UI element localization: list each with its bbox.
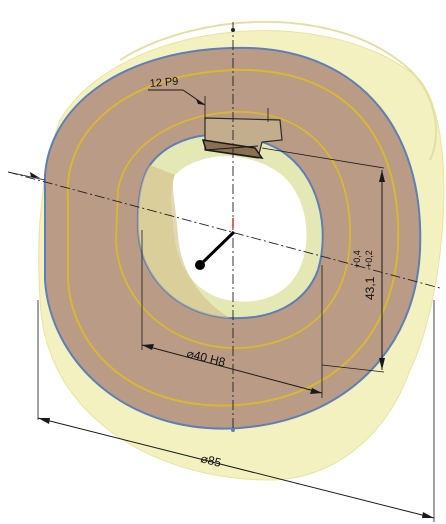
dim-depth-base: 43,1 <box>363 276 377 300</box>
bore <box>136 133 324 320</box>
dim-keyway-arrow <box>196 99 205 105</box>
dim-depth-tol-upper: +0,4 <box>352 250 362 268</box>
dim-outer-text: ⌀85 <box>199 451 223 470</box>
dim-depth-arrow-bottom <box>379 358 385 370</box>
keyway-diagonal <box>204 145 259 151</box>
front-face <box>43 46 422 430</box>
dim-depth-arrow-top <box>379 170 385 182</box>
front-inner-chamfer-edge <box>66 68 400 407</box>
keyway <box>201 117 283 159</box>
dim-outer-diameter[interactable]: ⌀85 <box>37 300 435 522</box>
hub-ring-edge <box>115 111 351 349</box>
front-outer-edge <box>43 46 422 430</box>
dim-keyway-width[interactable]: 12 P9 <box>148 76 269 122</box>
horizontal-center-line <box>7 171 441 289</box>
origin-axis <box>198 230 236 267</box>
dim-bore-arrow-left <box>142 344 154 350</box>
keyway-bottom <box>201 139 264 159</box>
origin-point <box>195 260 205 270</box>
front-face-surface <box>44 47 421 429</box>
dim-outer-arrow-left <box>38 418 50 424</box>
dim-depth-ext-top <box>261 147 385 169</box>
dim-outer-line <box>37 417 435 519</box>
dim-left-arrow <box>30 172 40 178</box>
dim-outer-arrow-right <box>422 512 434 518</box>
rim-back-edge <box>119 20 437 161</box>
bottom-center-mark <box>231 428 235 432</box>
dim-bore-arrow-right <box>310 388 322 394</box>
dim-bore-line <box>141 344 323 394</box>
dim-depth-tol-lower: +0,2 <box>364 250 374 268</box>
dim-keyway-text: 12 P9 <box>149 76 179 90</box>
top-center-mark <box>231 28 235 32</box>
dim-left-tick <box>7 171 46 181</box>
dim-keyway-line <box>182 89 206 106</box>
dim-keyway-depth[interactable]: 43,1 +0,4 +0,2 <box>261 147 385 373</box>
bore-shadow <box>137 165 230 318</box>
dim-depth-ext-bottom <box>321 364 385 373</box>
